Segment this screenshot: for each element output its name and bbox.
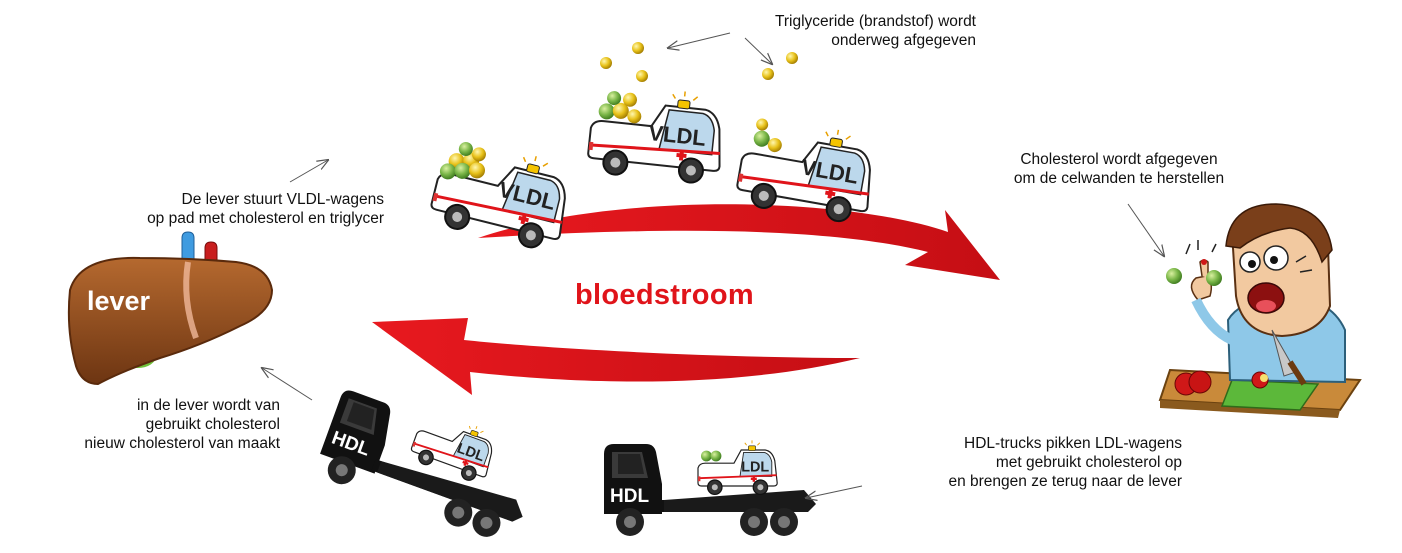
vldl-label-2: VLDL <box>647 120 707 151</box>
thin-arrow-icon <box>806 485 863 498</box>
thin-arrow-icon <box>1127 203 1164 256</box>
caption-line: HDL-trucks pikken LDL-wagens <box>964 435 1182 452</box>
caption-line: Cholesterol wordt afgegeven <box>1020 151 1218 168</box>
caption-hdl-trucks: HDL-trucks pikken LDL-wagens met gebruik… <box>880 434 1182 491</box>
hdl-truck-2: HDL LDL <box>604 439 816 536</box>
flow-label: bloedstroom <box>575 279 754 311</box>
flow-arrow-forward <box>478 204 1000 280</box>
liver-label: lever <box>87 286 151 316</box>
hdl-truck-1: HDL LDL <box>312 388 544 547</box>
caption-line: onderweg afgegeven <box>831 32 976 49</box>
caption-line: en brengen ze terug naar de lever <box>948 473 1182 490</box>
caption-line: nieuw cholesterol van maakt <box>84 435 280 452</box>
vldl-van-2: VLDL <box>584 80 729 187</box>
caption-cholesterol-released: Cholesterol wordt afgegeven om de celwan… <box>998 150 1240 188</box>
caption-line: om de celwanden te herstellen <box>1013 170 1225 187</box>
caption-liver-sends: De lever stuurt VLDL-wagens op pad met c… <box>84 190 384 228</box>
caption-line: in de lever wordt van <box>136 397 280 414</box>
thin-arrow-icon <box>262 368 313 401</box>
hdl-label-2: HDL <box>610 486 649 507</box>
caption-line: gebruikt cholesterol <box>145 416 280 433</box>
cholesterol-particles <box>1166 268 1222 286</box>
caption-triglyceride: Triglyceride (brandstof) wordt onderweg … <box>720 12 976 50</box>
liver-illustration: lever <box>67 231 274 386</box>
pointer-arrows <box>262 32 1164 498</box>
thin-arrow-icon <box>289 160 328 183</box>
caption-liver-recycles: in de lever wordt van gebruikt cholester… <box>40 396 280 453</box>
ldl-label-2: LDL <box>741 460 769 476</box>
caption-line: De lever stuurt VLDL-wagens <box>181 191 384 208</box>
triglyceride-particles <box>600 42 798 82</box>
caption-line: op pad met cholesterol en triglycer <box>147 210 384 227</box>
thin-arrow-icon <box>744 37 772 64</box>
vldl-van-1: VLDL <box>425 132 579 256</box>
caption-line: met gebruikt cholesterol op <box>995 454 1182 471</box>
cartoon-cook-icon <box>1158 203 1362 418</box>
flow-arrow-return <box>372 318 860 395</box>
caption-line: Triglyceride (brandstof) wordt <box>775 13 976 30</box>
vldl-van-3: VLDL <box>732 112 882 228</box>
thin-arrow-icon <box>668 32 731 48</box>
